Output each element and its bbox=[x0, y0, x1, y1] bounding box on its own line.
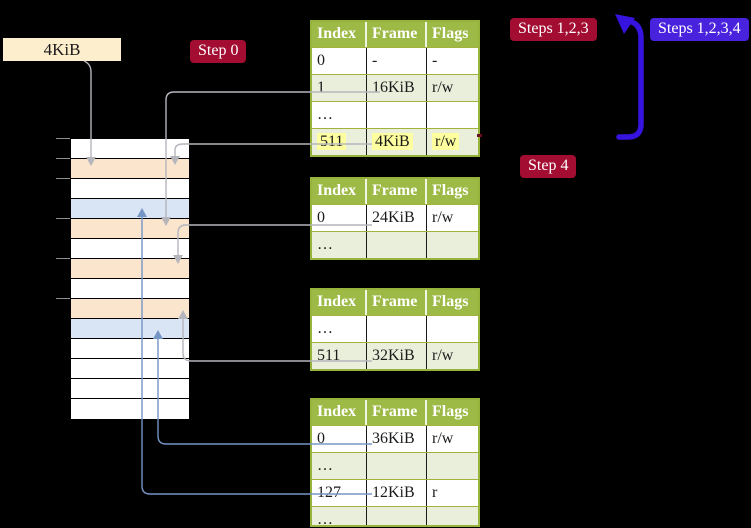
table-row: … bbox=[312, 101, 478, 128]
memory-row-peach bbox=[71, 299, 189, 319]
table-cell: 127 bbox=[312, 480, 367, 506]
column-header: Frame bbox=[367, 179, 427, 204]
column-header: Flags bbox=[432, 293, 469, 310]
memory-tick bbox=[56, 258, 70, 259]
table-cell: 0 bbox=[312, 426, 367, 452]
table-row: … bbox=[312, 452, 478, 479]
table-cell bbox=[367, 316, 427, 342]
memory-row-white bbox=[71, 279, 189, 299]
column-header: Index bbox=[312, 179, 367, 204]
column-header: Flags bbox=[432, 182, 469, 199]
highlighted-value: 4KiB bbox=[372, 133, 413, 150]
memory-tick bbox=[56, 158, 70, 159]
column-header: Index bbox=[312, 400, 367, 425]
table-cell: 0 bbox=[312, 205, 367, 231]
table-row: 511 4KiB r/w bbox=[312, 128, 478, 155]
steps1234-label: Steps 1,2,3,4 bbox=[650, 18, 749, 41]
table-cell bbox=[427, 232, 478, 258]
table-row: 0-- bbox=[312, 47, 478, 74]
table-cell bbox=[367, 507, 427, 525]
memory-row-blue bbox=[71, 319, 189, 339]
memory-tick bbox=[56, 138, 70, 139]
table-cell: 12KiB bbox=[367, 480, 427, 506]
memory-row-white bbox=[71, 239, 189, 259]
table-cell: 511 bbox=[312, 343, 367, 369]
frame-size-box: 4KiB bbox=[3, 38, 121, 61]
column-header: Frame bbox=[367, 290, 427, 315]
table-cell bbox=[427, 102, 478, 128]
recursive-loop-arrow bbox=[616, 18, 644, 140]
table-cell: 36KiB bbox=[367, 426, 427, 452]
table-cell bbox=[427, 316, 478, 342]
table-cell: r/w bbox=[432, 79, 454, 96]
column-header: Flags bbox=[432, 25, 469, 42]
table-cell bbox=[367, 453, 427, 479]
table-cell: … bbox=[312, 102, 367, 128]
table-cell: r/w bbox=[427, 129, 478, 155]
table-cell: 0 bbox=[312, 48, 367, 74]
table-cell: - bbox=[367, 48, 427, 74]
table-cell: … bbox=[312, 316, 367, 342]
physical-memory-strip bbox=[70, 138, 190, 419]
memory-row-white bbox=[71, 179, 189, 199]
step4-label: Step 4 bbox=[520, 155, 577, 178]
table-cell: 511 bbox=[312, 129, 367, 155]
memory-row-peach bbox=[71, 219, 189, 239]
memory-row-peach bbox=[71, 259, 189, 279]
table-cell: 4KiB bbox=[367, 129, 427, 155]
table-cell: r/w bbox=[432, 347, 454, 364]
column-header: Index bbox=[312, 22, 367, 47]
memory-tick bbox=[56, 298, 70, 299]
table-row: … bbox=[312, 315, 478, 342]
table-cell: 32KiB bbox=[367, 343, 427, 369]
column-header: Frame bbox=[367, 400, 427, 425]
table-cell: r/w bbox=[432, 209, 454, 226]
table-cell: 24KiB bbox=[367, 205, 427, 231]
table-cell: r/w bbox=[432, 430, 454, 447]
table-cell: … bbox=[312, 232, 367, 258]
table-cell bbox=[427, 507, 478, 525]
memory-row-white bbox=[71, 339, 189, 359]
memory-row-blue bbox=[71, 199, 189, 219]
table-row: … bbox=[312, 231, 478, 258]
step0-label: Step 0 bbox=[190, 40, 247, 63]
recursive-loop-arrowhead bbox=[615, 14, 635, 34]
memory-row-white bbox=[71, 399, 189, 419]
memory-row-peach bbox=[71, 159, 189, 179]
table-cell bbox=[367, 102, 427, 128]
memory-tick bbox=[56, 218, 70, 219]
table-cell: 16KiB bbox=[367, 75, 427, 101]
column-header: Flags bbox=[432, 403, 469, 420]
table-cell: - bbox=[432, 52, 438, 69]
table-cell: r bbox=[432, 484, 438, 501]
table-row: … bbox=[312, 506, 478, 525]
table-cell: … bbox=[312, 507, 367, 525]
memory-row-white bbox=[71, 139, 189, 159]
memory-row-white bbox=[71, 379, 189, 399]
column-header: Frame bbox=[367, 22, 427, 47]
table-cell bbox=[367, 232, 427, 258]
table-cell: … bbox=[312, 453, 367, 479]
column-header: Index bbox=[312, 290, 367, 315]
highlighted-value: r/w bbox=[432, 133, 460, 150]
memory-row-white bbox=[71, 359, 189, 379]
highlighted-value: 511 bbox=[317, 133, 347, 150]
memory-tick bbox=[56, 178, 70, 179]
table-cell: 1 bbox=[312, 75, 367, 101]
table-cell bbox=[427, 453, 478, 479]
steps123-label: Steps 1,2,3 bbox=[510, 18, 597, 41]
